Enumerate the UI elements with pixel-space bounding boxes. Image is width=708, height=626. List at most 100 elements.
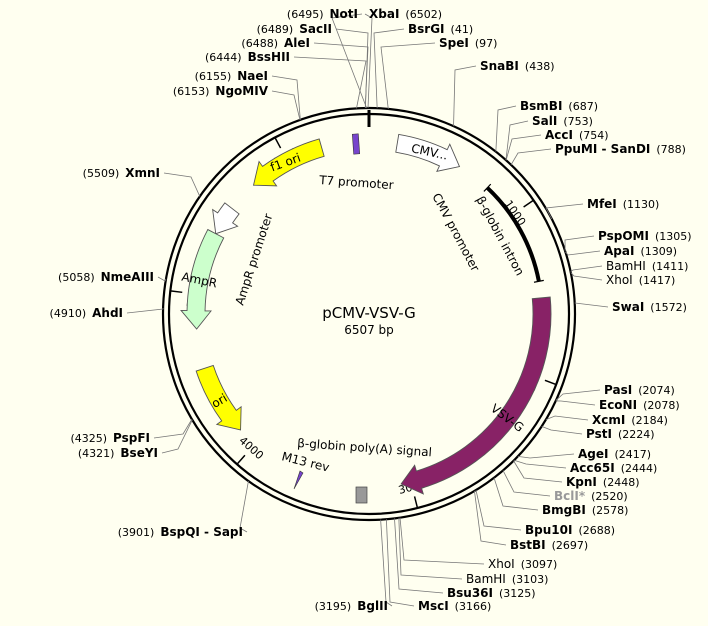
site-name: SwaI — [612, 300, 644, 314]
site-position: (1130) — [623, 198, 660, 211]
site-noti-0: (6495) NotI — [287, 7, 358, 21]
leader-bseyi-10 — [161, 419, 193, 454]
site-name: BspQI - SapI — [160, 525, 243, 539]
tick-mark-5000 — [170, 290, 183, 294]
site-name: Bpu10I — [525, 523, 572, 537]
site-leader-lines — [126, 13, 609, 607]
site-position: (2417) — [614, 448, 651, 461]
leader-ppumi-sandi-20 — [510, 148, 552, 166]
site-position: (41) — [451, 23, 474, 36]
site-bseyi-10: (4321)BseYI — [78, 446, 158, 460]
site-position: (438) — [525, 60, 555, 73]
site-position: (687) — [568, 100, 598, 113]
leader-bsshii-3 — [293, 56, 367, 109]
leader-bamhi-24 — [570, 265, 603, 272]
cmv-enhancer-feature — [395, 133, 461, 172]
polya-signal-label: β-globin poly(A) signal — [297, 436, 433, 459]
leader-acci-19 — [505, 134, 542, 161]
leader-naei-4 — [271, 75, 301, 120]
site-name: BamHI — [606, 259, 646, 273]
site-nmeaiii-7: (5058) NmeAIII — [58, 270, 154, 284]
site-name: NaeI — [237, 69, 268, 83]
site-position: (4321) — [78, 447, 115, 460]
site-xcmi-29: XcmI(2184) — [592, 413, 668, 427]
site-position: (6153) — [173, 85, 210, 98]
site-spei-15: SpeI(97) — [439, 36, 497, 50]
site-name: XcmI — [592, 413, 625, 427]
site-name: PspFI — [113, 431, 150, 445]
site-bsrgi-14: BsrGI (41) — [408, 22, 473, 36]
site-ppumi-sandi-20: PpuMI - SanDI(788) — [555, 142, 686, 156]
site-position: (754) — [579, 129, 609, 142]
site-name: PstI — [586, 427, 612, 441]
site-name: BstBI — [510, 538, 546, 552]
site-position: (3901) — [118, 526, 155, 539]
tick-mark-3000 — [413, 496, 419, 509]
site-name: NotI — [330, 7, 359, 21]
site-name: SnaBI — [480, 59, 519, 73]
site-name: BclI* — [554, 489, 586, 503]
leader-pspomi-22 — [564, 235, 595, 252]
ampr-feature — [180, 228, 225, 330]
site-agei-31: AgeI(2417) — [578, 447, 651, 461]
site-ngomiv-5: (6153) NgoMIV — [173, 84, 269, 98]
site-bglii-12: (3195)BglII — [315, 599, 388, 613]
site-position: (3125) — [499, 587, 536, 600]
leader-econi-28 — [555, 400, 596, 406]
site-position: (6488) — [241, 37, 278, 50]
leader-psti-30 — [541, 425, 583, 435]
leader-bsmbi-17 — [495, 105, 517, 152]
leader-bglii-12 — [380, 519, 393, 607]
site-msci-41: MscI (3166) — [418, 599, 491, 613]
site-name: BglII — [357, 599, 388, 613]
leader-sali-18 — [505, 120, 529, 161]
leader-kpni-33 — [513, 460, 563, 483]
leader-bsu36i-40 — [394, 518, 444, 594]
site-position: (3103) — [512, 573, 549, 586]
site-name: MfeI — [587, 197, 617, 211]
leader-nmeaiii-7 — [157, 276, 167, 282]
site-apai-23: ApaI(1309) — [604, 244, 677, 258]
site-bsshii-3: (6444)BssHII — [205, 50, 290, 64]
leader-xhoi-38 — [399, 517, 485, 565]
m13-rev-label: M13 rev — [280, 449, 331, 474]
ampr-promoter-feature — [212, 202, 240, 235]
t7-promoter-label: T7 promoter — [318, 173, 394, 192]
site-position: (1411) — [652, 260, 689, 273]
site-name: NmeAIII — [101, 270, 154, 284]
beta-globin-intron-feature — [485, 186, 541, 282]
site-position: (6495) — [287, 8, 324, 21]
m13-rev-marker — [293, 470, 304, 490]
leader-apai-23 — [565, 250, 601, 256]
site-position: (788) — [656, 143, 686, 156]
site-bsu36i-40: Bsu36I(3125) — [447, 586, 536, 600]
leader-xbai-13 — [364, 13, 373, 109]
site-name: NgoMIV — [215, 84, 268, 98]
site-position: (3097) — [521, 558, 558, 571]
leader-mfei-21 — [545, 203, 584, 220]
site-name: SacII — [299, 22, 332, 36]
site-bsmbi-17: BsmBI(687) — [520, 99, 598, 113]
site-position: (2078) — [643, 399, 680, 412]
leader-swai-26 — [574, 302, 609, 308]
t7-promoter-marker — [351, 133, 361, 155]
site-name: AleI — [284, 36, 310, 50]
site-name: BsrGI — [408, 22, 445, 36]
site-xbai-13: XbaI(6502) — [369, 7, 442, 21]
leader-bcli-34 — [502, 470, 551, 497]
leader-xcmi-29 — [545, 415, 589, 421]
site-alei-2: (6488) AleI — [241, 36, 310, 50]
site-position: (753) — [563, 115, 593, 128]
site-kpni-33: KpnI(2448) — [566, 475, 639, 489]
site-position: (4325) — [70, 432, 107, 445]
vsv-g-feature — [400, 296, 552, 495]
site-position: (5058) — [58, 271, 95, 284]
site-position: (1572) — [650, 301, 687, 314]
site-psti-30: PstI(2224) — [586, 427, 655, 441]
ori-label: ori — [209, 391, 230, 411]
site-name: MscI — [418, 599, 449, 613]
ampr-promoter-label: AmpR promoter — [233, 212, 276, 307]
site-name: PspOMI — [598, 229, 649, 243]
site-position: (97) — [475, 37, 498, 50]
site-position: (3166) — [455, 600, 492, 613]
